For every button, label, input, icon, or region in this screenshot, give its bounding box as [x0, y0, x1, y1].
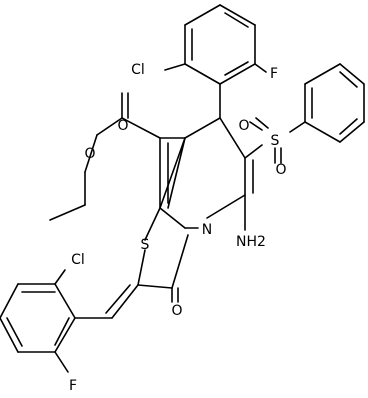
bond	[289, 121, 306, 133]
bond	[304, 121, 341, 143]
bond	[6, 317, 23, 347]
bond	[54, 351, 69, 373]
atom-label-o-ester-ether: O	[84, 146, 95, 162]
atom-label-o-ketone: O	[171, 303, 182, 319]
atom-label-nh2: NH2	[236, 234, 266, 250]
atom-label-n-ring: N	[202, 222, 212, 238]
bond	[54, 283, 76, 319]
atom-label-f-top: F	[270, 66, 278, 82]
bond	[137, 284, 173, 289]
atom-label-o-sulfonyl-2: O	[275, 162, 286, 178]
bond	[137, 249, 146, 286]
bond	[171, 234, 189, 289]
bond	[339, 121, 365, 143]
bond	[164, 63, 186, 71]
bond	[224, 12, 249, 28]
bond	[105, 284, 131, 314]
bond	[0, 283, 19, 319]
bond	[219, 117, 246, 159]
bond	[339, 118, 358, 135]
bond	[159, 137, 186, 209]
bond	[184, 4, 221, 26]
bond	[219, 4, 256, 26]
atom-label-cl-bottom: Cl	[71, 252, 85, 268]
bond	[184, 63, 221, 85]
bond	[219, 63, 256, 85]
bond	[339, 63, 365, 85]
bond	[167, 137, 186, 209]
bond	[54, 317, 70, 346]
bond	[84, 134, 98, 173]
bond	[206, 194, 246, 219]
bond	[54, 269, 66, 285]
bond	[255, 117, 269, 129]
atom-labels: Cl F O O S O O S N NH2 O Cl F	[69, 62, 287, 394]
bond	[249, 121, 263, 131]
bond	[0, 317, 19, 353]
bond	[304, 63, 341, 85]
bond	[54, 317, 76, 353]
bond	[159, 207, 186, 229]
atom-label-o-ester-carbonyl: O	[117, 118, 128, 134]
atom-label-o-sulfonyl-1: O	[238, 118, 249, 134]
bond	[254, 63, 267, 73]
bond	[121, 117, 161, 139]
bond	[244, 144, 263, 159]
bonds	[0, 4, 365, 373]
atom-label-cl-top: Cl	[131, 62, 145, 78]
bond	[144, 207, 161, 241]
bond	[184, 117, 221, 139]
bond	[111, 284, 139, 319]
bond	[339, 71, 358, 88]
atom-label-s-sulfonyl: S	[271, 133, 280, 149]
bond	[224, 61, 249, 76]
atom-label-s-ring: S	[141, 237, 150, 253]
bond	[96, 117, 123, 136]
bond	[49, 204, 86, 221]
atom-label-f-bottom: F	[69, 378, 77, 394]
